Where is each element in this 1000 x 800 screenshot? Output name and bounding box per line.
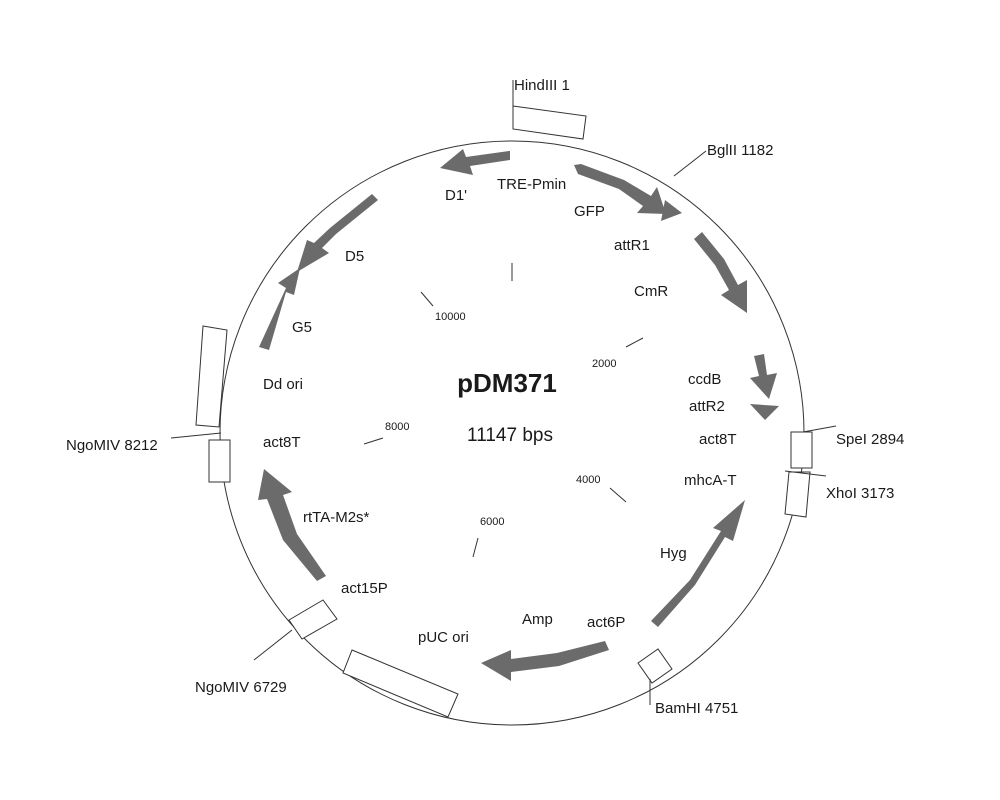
feature-label-attr2: attR2 [689,398,725,415]
tick-label-2000: 2000 [592,358,616,370]
site-label-bamhi-4751: BamHI 4751 [655,700,738,717]
site-leaders [170,80,837,705]
site-label-spei-2894: SpeI 2894 [836,431,904,448]
feature-label-d1: D1' [445,187,467,204]
scale-tick-labels: 2000 4000 6000 8000 10000 [385,311,616,528]
site-box [790,431,813,469]
feature-label-puc-ori: pUC ori [418,629,469,646]
feature-arrow-rtta [258,469,326,581]
feature-label-rtta-m2s: rtTA-M2s* [303,509,370,526]
feature-label-cmr: CmR [634,283,668,300]
site-box [784,471,811,518]
site-box [288,599,338,640]
feature-arrow-ccdb [750,354,777,399]
feature-label-attr1: attR1 [614,237,650,254]
feature-label-dd-ori: Dd ori [263,376,303,393]
feature-label-mhca-t: mhcA-T [684,472,737,489]
feature-label-g5: G5 [292,319,312,336]
site-boxes [195,105,813,718]
feature-arrow-d5 [297,194,378,272]
feature-arrow-d1 [440,149,510,175]
site-box [512,105,587,140]
feature-arrow-hyg [651,500,745,627]
site-label-bglii-1182: BglII 1182 [707,142,773,159]
feature-label-act6p: act6P [587,614,625,631]
feature-arrow-amp [481,641,609,681]
feature-label-d5: D5 [345,248,364,265]
plasmid-name: pDM371 [457,368,557,398]
tick-label-10000: 10000 [435,311,466,323]
site-label-ngomiv-6729: NgoMIV 6729 [195,679,287,696]
feature-label-amp: Amp [522,611,553,628]
tick-label-4000: 4000 [576,474,600,486]
site-label-hindiii-1: HindIII 1 [514,77,570,94]
site-box [208,439,231,483]
site-box [342,649,459,718]
site-box [195,325,228,428]
feature-label-act15p: act15P [341,580,388,597]
feature-labels: D1' TRE-Pmin GFP attR1 CmR ccdB attR2 ac… [263,176,737,646]
feature-arrow-attr1 [661,200,682,221]
tick-label-8000: 8000 [385,421,409,433]
feature-label-gfp: GFP [574,203,605,220]
tick-label-6000: 6000 [480,516,504,528]
feature-arrow-g5 [259,268,300,350]
scale-ticks [363,263,644,558]
site-labels: HindIII 1 BglII 1182 SpeI 2894 XhoI 3173… [66,77,904,717]
feature-arrow-attr2 [750,404,779,420]
feature-arrow-cmr [694,232,747,313]
feature-label-act8t-right: act8T [699,431,737,448]
plasmid-size: 11147 bps [467,425,553,446]
feature-arrow-gfp [574,164,666,214]
feature-label-ccdb: ccdB [688,371,721,388]
feature-label-hyg: Hyg [660,545,687,562]
site-label-ngomiv-8212: NgoMIV 8212 [66,437,158,454]
feature-label-tre-pmin: TRE-Pmin [497,176,566,193]
site-box [637,648,673,684]
feature-label-act8t-left: act8T [263,434,301,451]
site-label-xhoi-3173: XhoI 3173 [826,485,894,502]
feature-arrows [258,149,779,681]
